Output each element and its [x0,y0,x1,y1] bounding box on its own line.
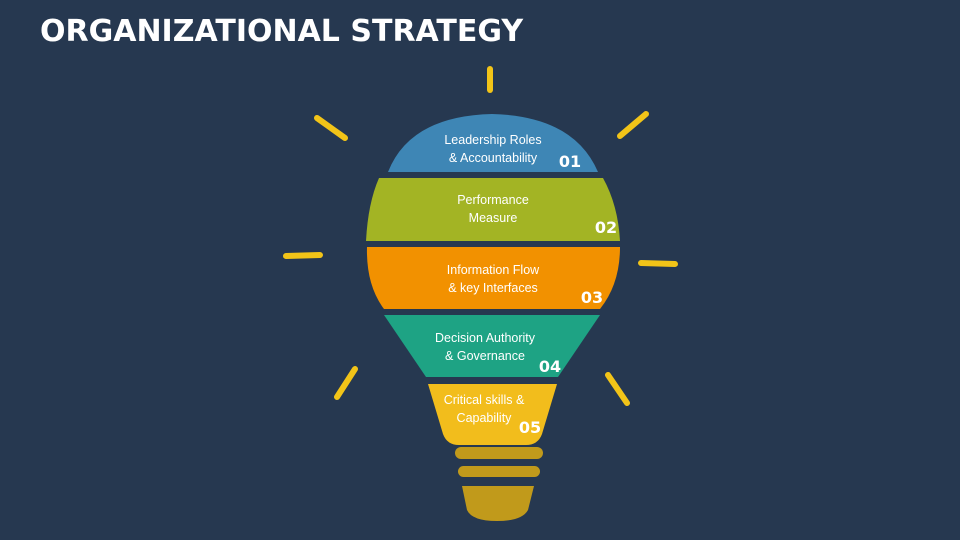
segment-03-number: 03 [581,288,603,307]
page-title: ORGANIZATIONAL STRATEGY [40,14,524,49]
segment-02-number: 02 [595,218,617,237]
ray-left [283,252,323,259]
light-rays [283,66,678,406]
segment-05-label-line2: Capability [457,411,513,425]
segment-05-label-line1: Critical skills & [444,393,525,407]
segment-05: Critical skills & Capability 05 [428,384,557,445]
ray-upper-right [617,111,649,139]
ray-lower-left [334,366,358,400]
segment-02-label-line2: Measure [469,211,518,225]
segment-03-shape [366,247,620,309]
segment-01-shape [388,114,598,172]
segment-01-label-line2: & Accountability [449,151,538,165]
ray-upper-left [314,115,348,141]
segment-04-number: 04 [539,357,561,376]
segment-05-shape [428,384,557,445]
segment-02-shape [366,178,620,241]
ray-right [638,260,678,267]
segment-01-label-line1: Leadership Roles [444,133,541,147]
segment-01-number: 01 [559,152,581,171]
segment-03-label-line1: Information Flow [447,263,540,277]
bulb-base [455,447,543,521]
segment-02: Performance Measure 02 [366,178,620,241]
bulb-base-ring-2 [458,466,540,477]
bulb-base-tip [462,486,534,521]
segment-02-label-line1: Performance [457,193,529,207]
segment-04-label-line2: & Governance [445,349,525,363]
segment-04-label-line1: Decision Authority [435,331,536,345]
segment-01: Leadership Roles & Accountability 01 [388,114,598,172]
segment-03: Information Flow & key Interfaces 03 [366,247,620,309]
segment-03-label-line2: & key Interfaces [448,281,538,295]
segment-04-shape [384,315,600,377]
segment-04: Decision Authority & Governance 04 [384,315,600,377]
segment-05-number: 05 [519,418,541,437]
ray-lower-right [605,372,630,406]
bulb-base-ring-1 [455,447,543,459]
